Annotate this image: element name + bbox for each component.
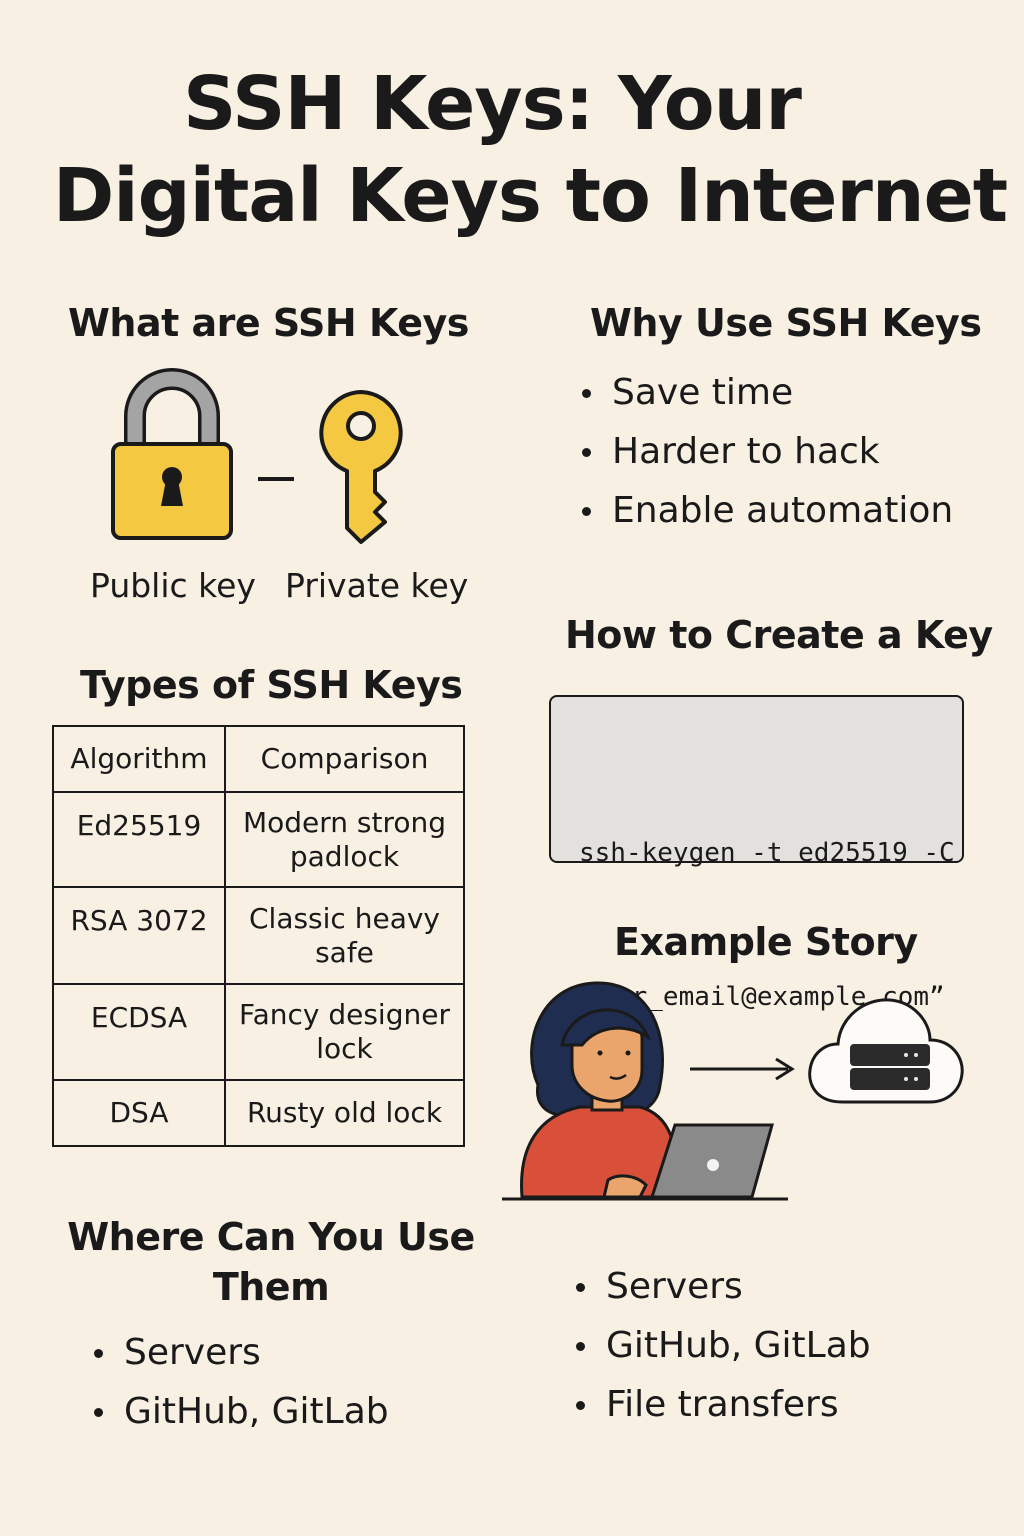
why-heading: Why Use SSH Keys (590, 301, 982, 345)
list-item: File transfers (570, 1382, 871, 1441)
algo-text: DSA (109, 1096, 169, 1129)
table-cell-algorithm: DSA (52, 1079, 226, 1147)
list-item: GitHub, GitLab (88, 1389, 389, 1448)
key-icon (319, 390, 403, 544)
title-line-1: SSH Keys: Your (183, 61, 802, 147)
private-key-label: Private key (285, 566, 469, 605)
key-separator (258, 477, 294, 481)
table-cell-algorithm: RSA 3072 (52, 886, 226, 985)
list-item: Harder to hack (576, 429, 953, 488)
person-laptop-illustration (502, 981, 788, 1201)
title-line-2: Digital Keys to Internet (52, 153, 1008, 239)
list-item: Servers (88, 1330, 389, 1389)
story-heading: Example Story (614, 920, 918, 964)
arrow-right-icon (690, 1057, 795, 1081)
table-cell-algorithm: ECDSA (52, 983, 226, 1081)
header-algorithm: Algorithm (52, 725, 226, 793)
comparison-line: lock (316, 1032, 373, 1065)
list-item: Enable automation (576, 488, 953, 547)
table-row: DSA Rusty old lock (52, 1079, 465, 1147)
code-line-1: ssh-keygen -t ed25519 -C (579, 838, 955, 868)
cloud-server-icon (808, 998, 964, 1104)
algo-text: Ed25519 (76, 809, 202, 842)
table-header-row: Algorithm Comparison (52, 725, 465, 793)
header-comparison: Comparison (224, 725, 465, 793)
padlock-icon (111, 368, 233, 540)
public-key-label: Public key (90, 566, 256, 605)
where-list: Servers GitHub, GitLab (88, 1330, 389, 1448)
algo-text: RSA 3072 (70, 904, 208, 937)
comparison-line: Fancy designer (239, 998, 450, 1031)
where-right-list: Servers GitHub, GitLab File transfers (570, 1264, 871, 1441)
types-heading: Types of SSH Keys (80, 663, 463, 707)
why-list: Save time Harder to hack Enable automati… (576, 370, 953, 547)
comparison-line: Rusty old lock (246, 1096, 443, 1129)
list-item: GitHub, GitLab (570, 1323, 871, 1382)
types-table: Algorithm Comparison Ed25519 Modern stro… (52, 725, 465, 1147)
table-cell-algorithm: Ed25519 (52, 791, 226, 888)
list-item: Save time (576, 370, 953, 429)
comparison-line: padlock (289, 839, 400, 873)
algo-text: ECDSA (90, 1001, 188, 1034)
comparison-line: Classic heavy (248, 901, 440, 935)
page-title: SSH Keys: Your Digital Keys to Internet (0, 58, 1024, 242)
where-heading-line-2: Them (212, 1265, 330, 1309)
where-heading: Where Can You Use Them (46, 1212, 496, 1312)
comparison-line: safe (315, 935, 374, 969)
what-heading: What are SSH Keys (68, 301, 469, 345)
list-item: Servers (570, 1264, 871, 1323)
where-heading-line-1: Where Can You Use (67, 1215, 475, 1259)
comparison-line: Modern strong (242, 805, 447, 839)
create-heading: How to Create a Key (565, 613, 993, 657)
code-block: ssh-keygen -t ed25519 -C “your_email@exa… (549, 695, 964, 1012)
table-cell-comparison: Rusty old lock (224, 1079, 465, 1147)
